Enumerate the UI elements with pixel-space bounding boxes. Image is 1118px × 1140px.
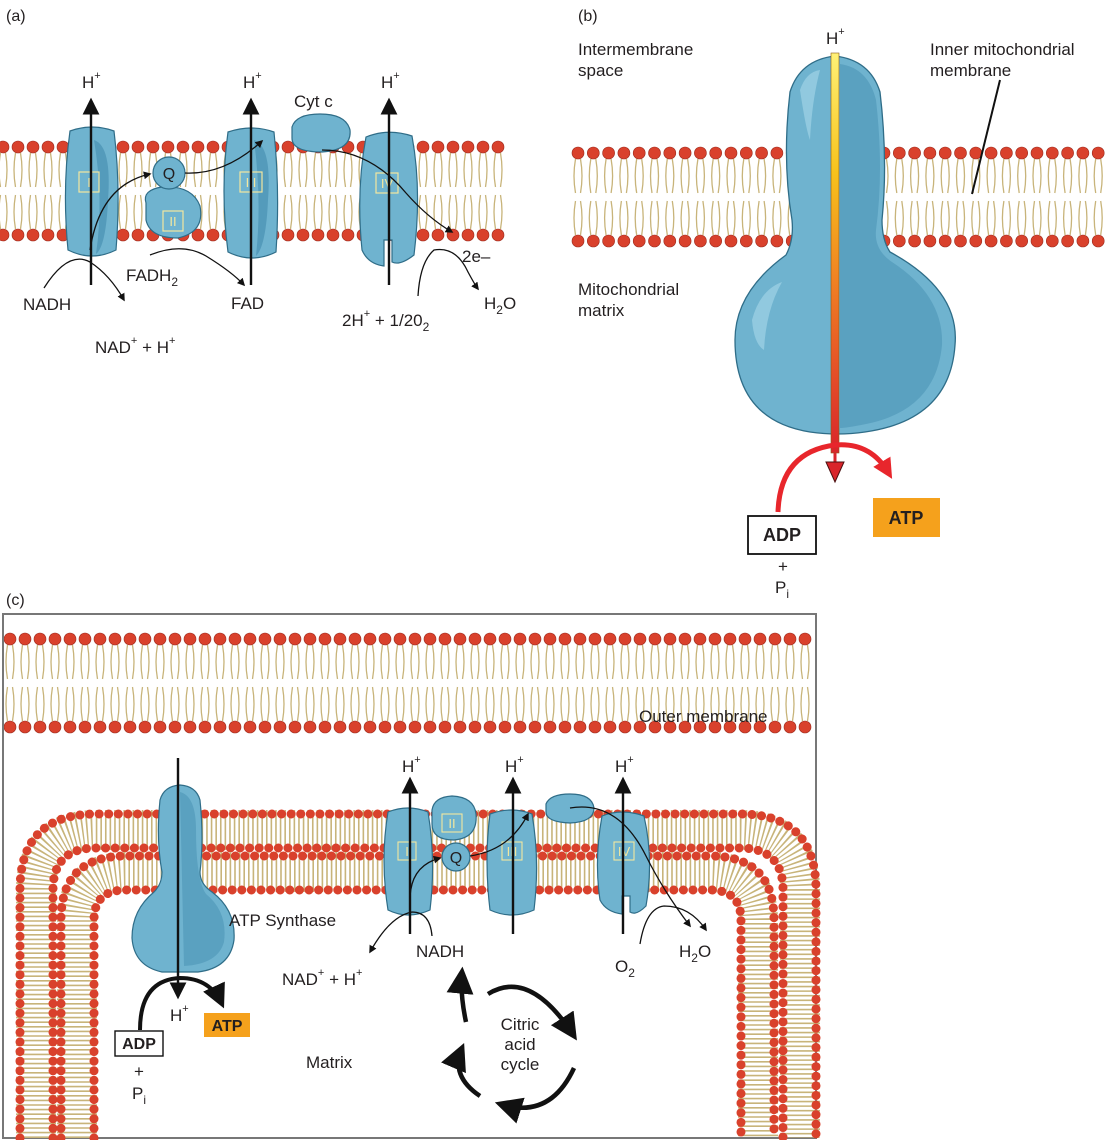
matrix-label-2: matrix	[578, 301, 625, 320]
complex-1-c: I	[383, 807, 434, 916]
complex-2-label: II	[169, 214, 176, 229]
atp-label-b: ATP	[889, 508, 924, 528]
q-c-label: Q	[450, 850, 462, 867]
inner-membrane-label-2: membrane	[930, 61, 1011, 80]
fad-label: FAD	[231, 294, 264, 313]
adp-label-c: ADP	[122, 1036, 156, 1053]
fadh2-label: FADH2	[126, 266, 178, 289]
panel-a: (a) I II Q III IV	[0, 8, 516, 357]
panel-b-label: (b)	[578, 8, 598, 25]
panel-c: (c) Outer membrane I II	[2, 592, 821, 1140]
panel-a-label: (a)	[6, 8, 26, 25]
nadh-label-c: NADH	[416, 942, 464, 961]
ubiquinone-q: Q	[152, 156, 186, 190]
panel-a-arrows	[82, 97, 398, 285]
matrix-label-c: Matrix	[306, 1053, 353, 1072]
pi-plus-b: +	[778, 557, 788, 576]
pi-label-b: Pi	[775, 578, 789, 601]
panel-c-label: (c)	[6, 592, 25, 609]
complex-2-c: II	[431, 795, 477, 841]
pi-label-c: Pi	[132, 1084, 146, 1107]
atp-box-c: ATP	[204, 1013, 250, 1037]
adp-label-b: ADP	[763, 525, 801, 545]
synthase-atp-arrow	[138, 975, 225, 1031]
complex-2: II	[144, 186, 202, 239]
pi-plus-c: +	[134, 1062, 144, 1081]
atp-synthase-label: ATP Synthase	[229, 911, 336, 930]
intermembrane-label-1: Intermembrane	[578, 40, 693, 59]
h2o-label-c: H2O	[679, 942, 711, 965]
cycle-label-2: acid	[504, 1035, 535, 1054]
adp-box-b: ADP	[747, 515, 817, 555]
panel-c-proton-arrows	[401, 776, 632, 934]
q-c: Q	[441, 842, 471, 872]
atp-red-arrow	[775, 442, 893, 513]
panel-c-flow-arrows	[369, 806, 707, 954]
h-plus-synthase: H+	[170, 1003, 189, 1025]
proton-channel-rod	[830, 52, 840, 454]
o2-label: O2	[615, 957, 635, 980]
adp-box-c: ADP	[114, 1030, 164, 1057]
outer-membrane-label: Outer membrane	[639, 707, 768, 726]
h-plus-3: H+	[381, 70, 400, 92]
nad-label: NAD+ + H+	[95, 335, 175, 357]
complex-2-c-label: II	[448, 816, 455, 831]
cyt-c-small	[545, 793, 595, 824]
h-plus-c-2: H+	[505, 754, 524, 776]
atp-label-c: ATP	[212, 1018, 243, 1035]
nad-label-c: NAD+ + H+	[282, 967, 362, 989]
h2o-label-a: H2O	[484, 294, 516, 317]
h-plus-b: H+	[826, 26, 845, 48]
inner-membrane-label-1: Inner mitochondrial	[930, 40, 1075, 59]
cycle-label-3: cycle	[501, 1055, 540, 1074]
cycle-label-1: Citric	[501, 1015, 540, 1034]
h-plus-c-1: H+	[402, 754, 421, 776]
intermembrane-label-2: space	[578, 61, 623, 80]
complex-1-c-label: I	[405, 844, 409, 859]
cyt-c-label: Cyt c	[294, 92, 333, 111]
matrix-label-1: Mitochondrial	[578, 280, 679, 299]
h-plus-1: H+	[82, 70, 101, 92]
complex-1-label: I	[87, 175, 91, 190]
complex-4-label: IV	[381, 176, 394, 191]
nadh-label: NADH	[23, 295, 71, 314]
h-plus-2: H+	[243, 70, 262, 92]
citric-acid-cycle-arrows	[441, 966, 577, 1124]
outer-membrane	[3, 632, 812, 734]
cytochrome-c	[291, 113, 351, 153]
panel-b: (b) H+ Intermembrane space Inner mitocho…	[571, 8, 1105, 601]
h-plus-c-3: H+	[615, 754, 634, 776]
rod-arrowhead	[825, 461, 845, 484]
two-e-label: 2e–	[462, 247, 491, 266]
oxygen-reduction-label: 2H+ + 1/202	[342, 308, 430, 334]
inner-membrane-pointer	[971, 79, 1001, 195]
complex-3-c: III	[486, 809, 538, 916]
atp-synthase-large	[734, 55, 956, 435]
atp-box-b: ATP	[873, 498, 940, 537]
panel-a-flow-arrows	[43, 139, 479, 302]
atp-synthase-small	[131, 784, 235, 973]
q-label: Q	[163, 166, 175, 183]
